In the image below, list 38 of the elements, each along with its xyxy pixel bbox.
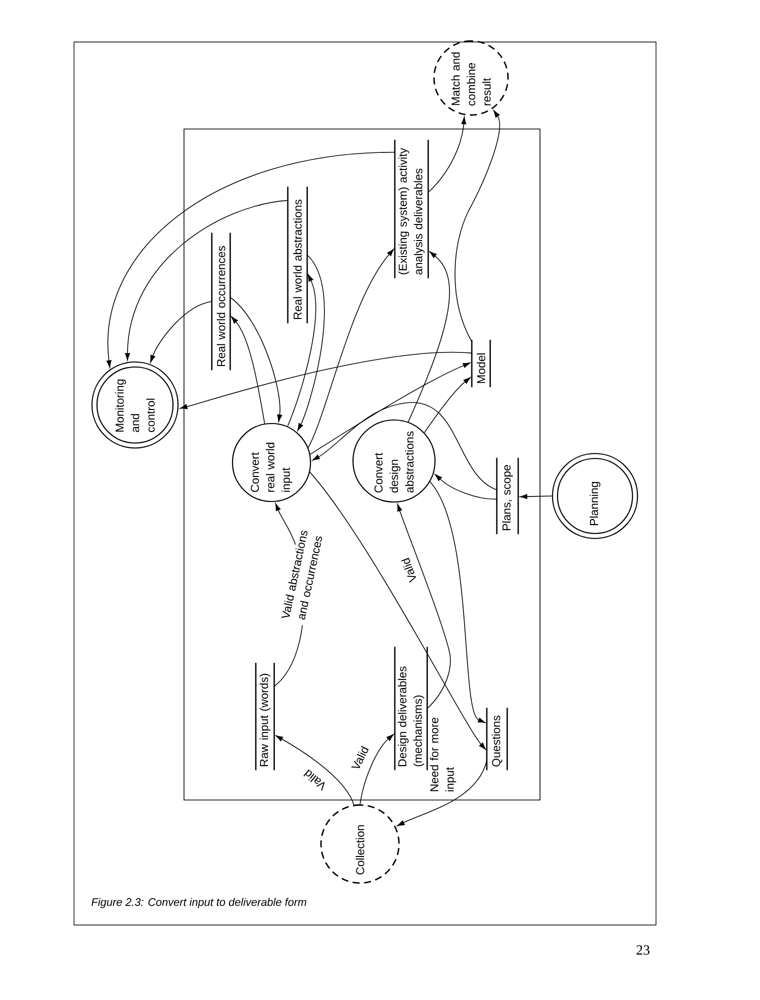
arrow: [150, 301, 212, 363]
arrow: [520, 494, 552, 500]
arrow: [430, 481, 486, 724]
arrow: [308, 248, 394, 448]
arrow: [297, 254, 325, 431]
arrow: [309, 472, 486, 750]
arrow: [312, 402, 498, 490]
data-store: Real world abstractions: [287, 186, 308, 324]
figure-caption: Figure 2.3: Convert input to deliverable form: [92, 898, 306, 908]
arrow: [434, 474, 498, 500]
arrow: [124, 200, 288, 360]
edge-label: Valid abstractions and occurrences: [279, 526, 325, 626]
edge-label: Valid: [349, 744, 371, 772]
arrow: [230, 296, 282, 422]
arrow: [428, 116, 466, 193]
arrow: [180, 352, 472, 410]
data-store: Design deliverables (mechanisms): [394, 646, 428, 770]
data-store: Raw input (words): [255, 662, 275, 770]
arrow: [397, 760, 488, 826]
arrow: [360, 734, 394, 805]
page-number: 23: [636, 945, 650, 955]
arrow: [106, 152, 396, 368]
data-store: Questions: [486, 708, 508, 770]
arrow: [408, 251, 450, 422]
data-store: (Existing system) activity analysis deliverables: [394, 140, 429, 278]
arrow: [454, 110, 500, 342]
data-store: Model: [471, 340, 491, 388]
arrow: [310, 362, 470, 455]
arrow: [287, 274, 316, 427]
arrow: [276, 735, 354, 806]
edge-label: Valid: [400, 556, 418, 584]
arrow: [231, 316, 266, 424]
arrow: [397, 504, 451, 709]
data-store: Real world occurrences: [211, 232, 231, 370]
edge-label: Need for more input: [428, 713, 458, 793]
arrow: [424, 377, 471, 434]
data-store: Plans, scope: [496, 458, 519, 534]
boundary-box: [184, 128, 540, 800]
